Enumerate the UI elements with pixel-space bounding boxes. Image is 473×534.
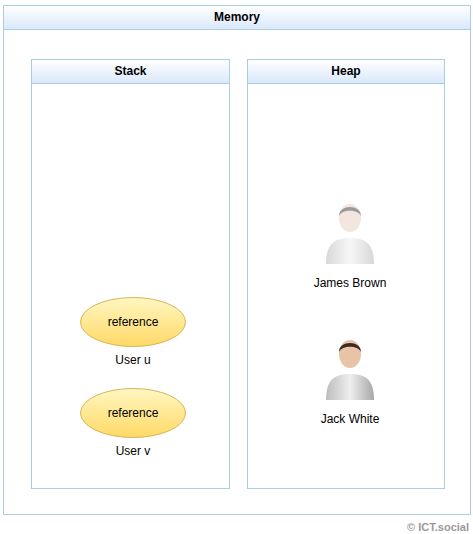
ellipse-outline: [81, 298, 186, 347]
object-name: James Brown: [278, 276, 422, 290]
memory-box: MemoryStackreferenceUser ureferenceUser …: [3, 5, 471, 515]
reference-ellipse: referenceUser v: [80, 388, 186, 438]
reference-text: reference: [80, 388, 186, 438]
variable-name: User v: [50, 444, 216, 458]
user-object: James Brown: [308, 192, 392, 292]
person-icon: [320, 332, 380, 402]
person-body: [326, 374, 374, 400]
stack-box: StackreferenceUser ureferenceUser v: [31, 59, 230, 489]
person-hair: [339, 343, 361, 352]
person-hair: [339, 207, 361, 216]
user-object: Jack White: [308, 328, 392, 428]
box-heading: Heap: [248, 60, 444, 84]
reference-text: reference: [80, 297, 186, 347]
watermark: © ICT.social: [407, 521, 469, 533]
reference-ellipse: referenceUser u: [80, 297, 186, 347]
box-heading: Memory: [4, 6, 470, 30]
object-name: Jack White: [278, 412, 422, 426]
ellipse-outline: [81, 389, 186, 438]
person-body: [326, 238, 374, 264]
variable-name: User u: [50, 353, 216, 367]
heap-box: HeapJames BrownJack White: [247, 59, 445, 489]
box-heading: Stack: [32, 60, 229, 84]
person-icon: [320, 196, 380, 266]
person-head: [339, 340, 361, 368]
person-head: [339, 204, 361, 232]
